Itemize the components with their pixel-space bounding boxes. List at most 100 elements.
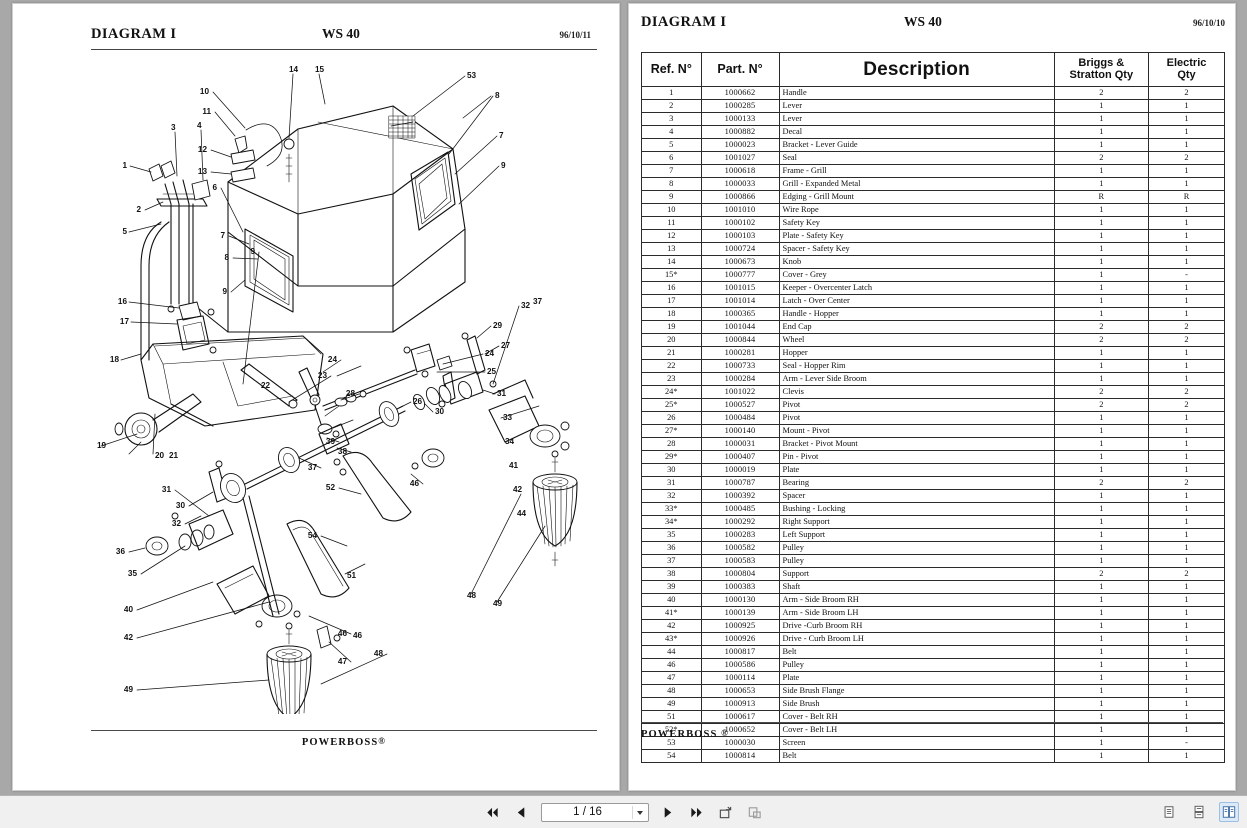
svg-text:34: 34 (505, 437, 515, 446)
cell-briggs-qty: 1 (1053, 632, 1150, 646)
parts-table-head: Ref. N° Part. N° Description Briggs & St… (641, 52, 1225, 87)
parts-table-header-row: Ref. N° Part. N° Description Briggs & St… (641, 52, 1225, 87)
cell-description: Pin - Pivot (778, 450, 1055, 464)
cell-description: Clevis (778, 385, 1055, 399)
cell-ref: 41* (641, 606, 702, 620)
cell-ref: 36 (641, 541, 702, 555)
cell-electric-qty: 1 (1148, 645, 1225, 659)
cell-ref: 49 (641, 697, 702, 711)
right-footer-rule (641, 722, 1223, 723)
previous-page-button[interactable] (512, 802, 532, 822)
toolbar-navigation-group: 1 / 16 (0, 802, 1247, 822)
col-header-part: Part. N° (700, 52, 780, 87)
cell-ref: 32 (641, 489, 702, 503)
cell-ref: 14 (641, 255, 702, 269)
left-page-header: DIAGRAM I WS 40 96/10/11 (91, 26, 591, 43)
col-header-electric-line1: Electric (1166, 56, 1207, 69)
pdf-page-right[interactable]: DIAGRAM I WS 40 96/10/10 Ref. N° Part. N… (628, 3, 1236, 791)
cell-ref: 23 (641, 372, 702, 386)
cell-briggs-qty: 1 (1053, 489, 1150, 503)
cell-part: 1000618 (700, 164, 780, 178)
svg-text:1: 1 (122, 161, 127, 170)
cell-electric-qty: 1 (1148, 307, 1225, 321)
cell-part: 1000527 (700, 398, 780, 412)
svg-text:54: 54 (308, 531, 318, 540)
svg-text:30: 30 (176, 501, 186, 510)
page-number-input[interactable]: 1 / 16 (540, 802, 649, 822)
cell-briggs-qty: 1 (1053, 164, 1150, 178)
svg-text:38: 38 (338, 447, 348, 456)
cell-part: 1000033 (700, 177, 780, 191)
svg-text:32: 32 (172, 519, 182, 528)
cell-description: Grill - Expanded Metal (778, 177, 1055, 191)
left-model-title: WS 40 (322, 26, 360, 41)
pdf-page-left[interactable]: DIAGRAM I WS 40 96/10/11 .lbl { font-fam… (12, 3, 620, 791)
cell-description: Drive - Curb Broom LH (778, 632, 1055, 646)
cell-part: 1000925 (700, 619, 780, 633)
svg-text:32: 32 (521, 301, 531, 310)
cell-description: Latch - Over Center (778, 294, 1055, 308)
col-header-description: Description (778, 52, 1055, 87)
view-single-page-button[interactable] (1159, 802, 1179, 822)
cell-part: 1000392 (700, 489, 780, 503)
cell-description: Bushing - Locking (778, 502, 1055, 516)
svg-text:16: 16 (118, 297, 128, 306)
cell-part: 1000653 (700, 684, 780, 698)
cell-briggs-qty: 1 (1053, 515, 1150, 529)
cell-part: 1000583 (700, 554, 780, 568)
fit-width-button[interactable] (745, 802, 765, 822)
cell-part: 1001014 (700, 294, 780, 308)
parts-list-table: Ref. N° Part. N° Description Briggs & St… (641, 52, 1225, 763)
chevron-down-icon[interactable] (636, 811, 643, 815)
document-viewport[interactable]: DIAGRAM I WS 40 96/10/11 .lbl { font-fam… (0, 0, 1247, 795)
cell-ref: 17 (641, 294, 702, 308)
next-page-button[interactable] (658, 802, 678, 822)
cell-briggs-qty: 1 (1053, 658, 1150, 672)
cell-part: 1000484 (700, 411, 780, 425)
cell-ref: 12 (641, 229, 702, 243)
cell-ref: 18 (641, 307, 702, 321)
cell-electric-qty: 1 (1148, 463, 1225, 477)
cell-electric-qty: 1 (1148, 164, 1225, 178)
cell-briggs-qty: 1 (1053, 528, 1150, 542)
cell-part: 1000139 (700, 606, 780, 620)
view-two-page-button[interactable] (1219, 802, 1239, 822)
col-header-electric-line2: Qty (1177, 68, 1196, 81)
cell-electric-qty: 1 (1148, 502, 1225, 516)
cell-description: Cover - Grey (778, 268, 1055, 282)
first-page-button[interactable] (483, 802, 503, 822)
cell-description: Spacer (778, 489, 1055, 503)
cell-electric-qty: 1 (1148, 138, 1225, 152)
cell-part: 1000284 (700, 372, 780, 386)
cell-electric-qty: 1 (1148, 359, 1225, 373)
right-page-footer: POWERBOSS ® (641, 722, 1223, 740)
cell-electric-qty: 1 (1148, 177, 1225, 191)
cell-description: Spacer - Safety Key (778, 242, 1055, 256)
cell-ref: 46 (641, 658, 702, 672)
cell-electric-qty: 1 (1148, 112, 1225, 126)
cell-description: Pivot (778, 411, 1055, 425)
last-page-button[interactable] (687, 802, 707, 822)
cell-electric-qty: 1 (1148, 216, 1225, 230)
fit-page-button[interactable] (716, 802, 736, 822)
cell-electric-qty: 1 (1148, 242, 1225, 256)
svg-text:29: 29 (493, 321, 503, 330)
svg-text:20: 20 (155, 451, 165, 460)
cell-briggs-qty: 1 (1053, 606, 1150, 620)
cell-briggs-qty: R (1053, 190, 1150, 204)
svg-text:26: 26 (413, 397, 423, 406)
cell-part: 1000019 (700, 463, 780, 477)
left-footer-rule (91, 730, 597, 731)
cell-briggs-qty: 1 (1053, 645, 1150, 659)
cell-electric-qty: 2 (1148, 476, 1225, 490)
view-continuous-button[interactable] (1189, 802, 1209, 822)
